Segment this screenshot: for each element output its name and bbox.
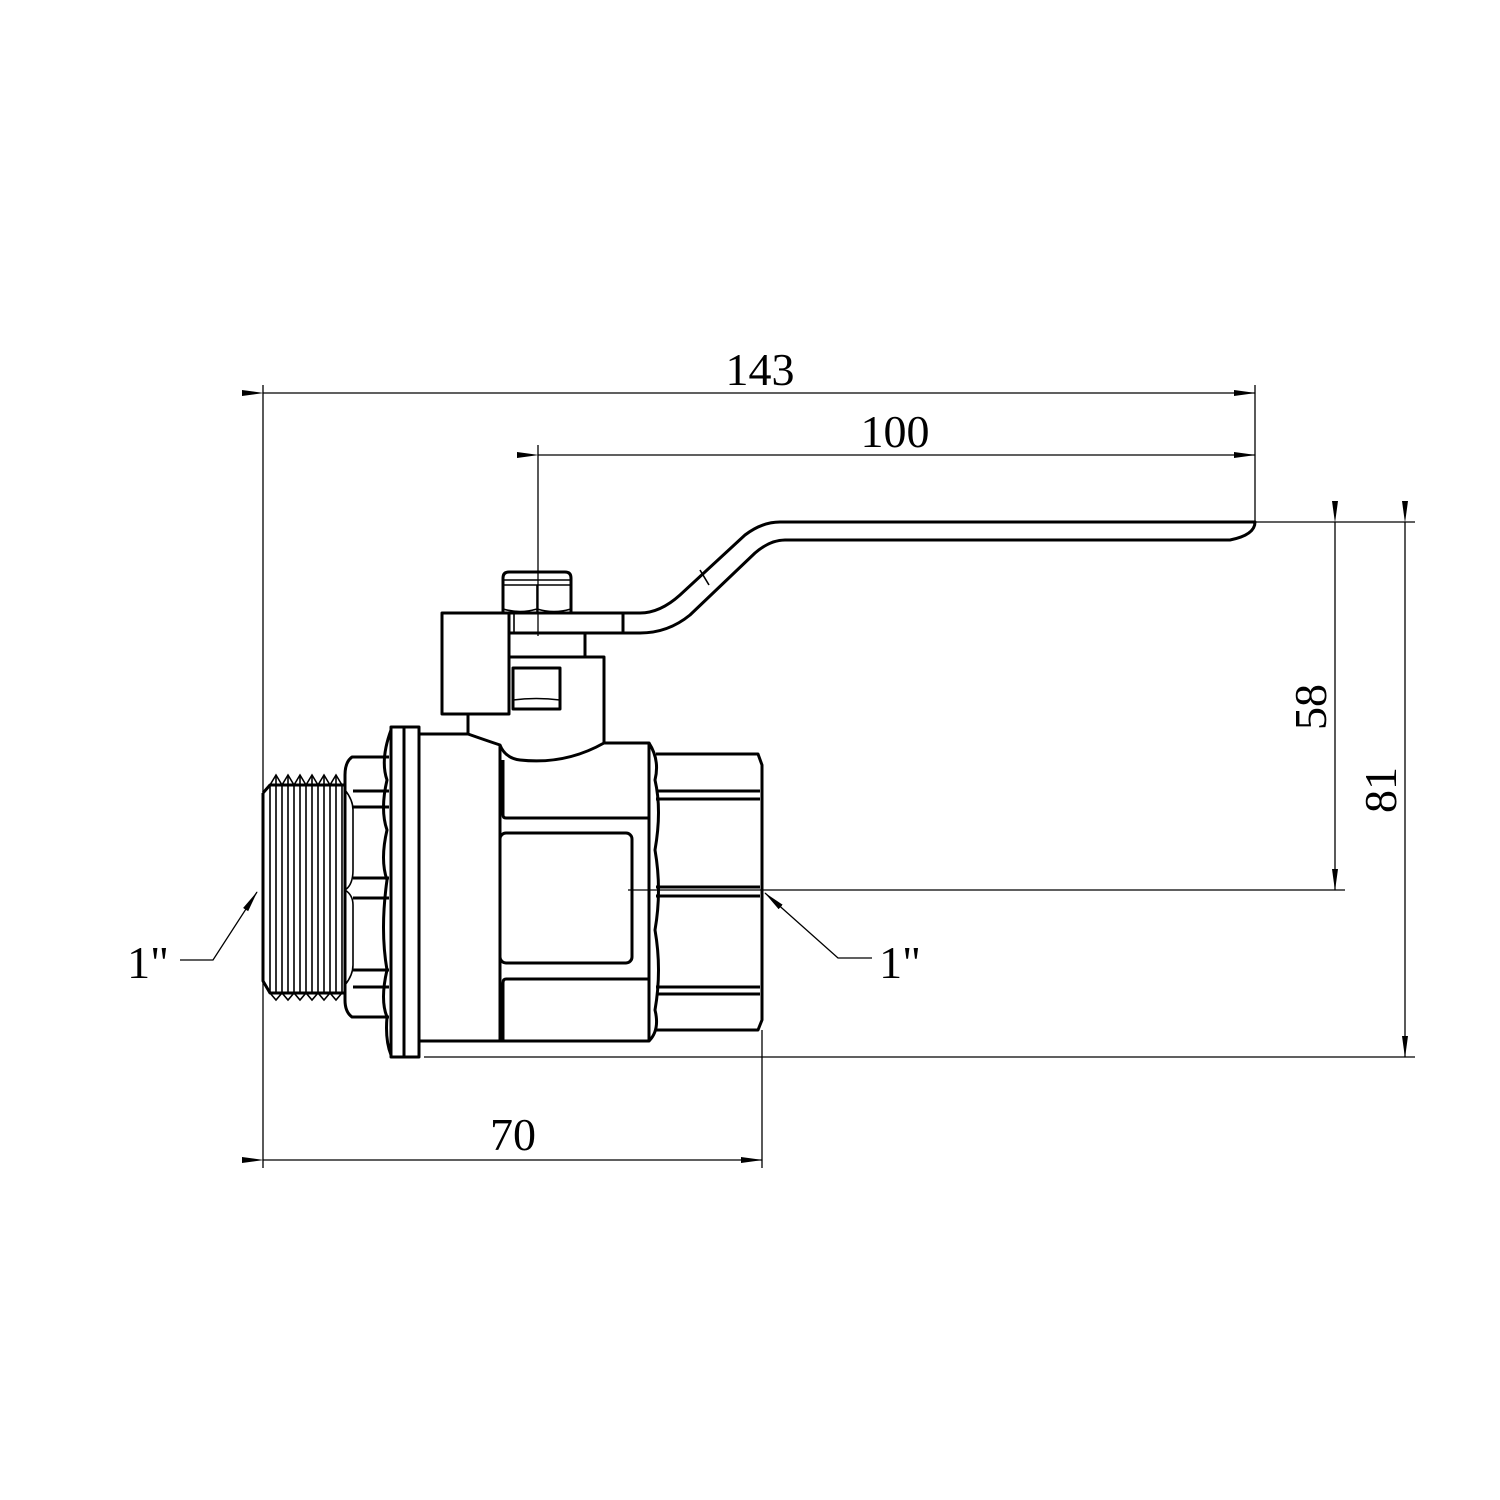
left-thread-leader (180, 891, 258, 961)
valve-body (417, 732, 651, 1043)
lever-handle (509, 520, 1257, 635)
dimension-lines (180, 385, 1415, 1168)
male-thread (261, 773, 345, 1002)
left-hex-nut (343, 729, 393, 1056)
dim-100-label: 100 (861, 406, 930, 457)
right-thread-label: 1" (879, 937, 921, 988)
dim-70-label: 70 (490, 1109, 536, 1160)
right-thread-leader (764, 892, 872, 959)
dim-58-label: 58 (1285, 684, 1336, 730)
stem-nut (501, 570, 573, 613)
dim-81-label: 81 (1355, 767, 1406, 813)
dim-143-label: 143 (726, 344, 795, 395)
right-hex-end (647, 742, 764, 1043)
left-thread-label: 1" (127, 937, 169, 988)
stem-assembly (440, 611, 606, 743)
flange (389, 725, 421, 1059)
